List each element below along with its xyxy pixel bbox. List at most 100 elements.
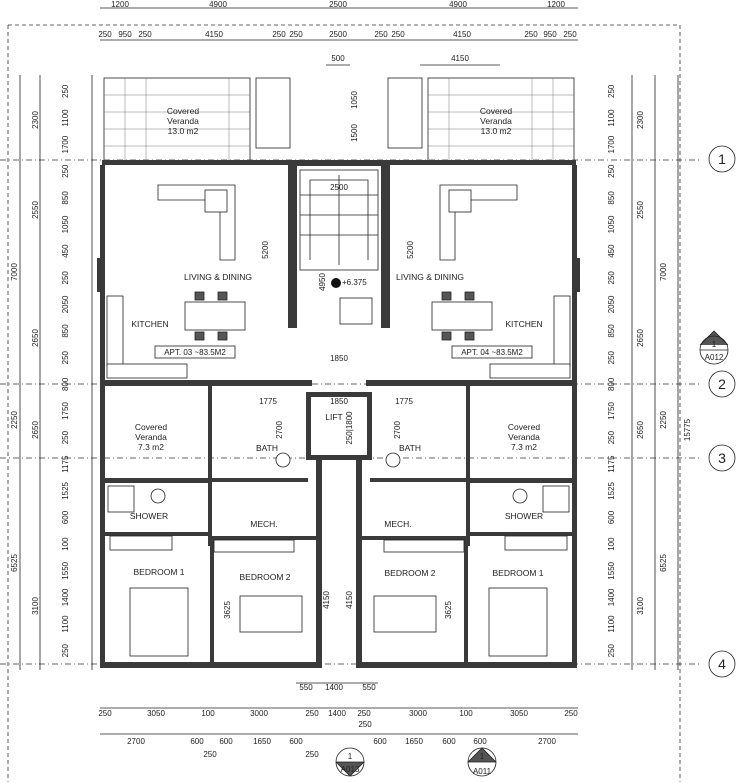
dim-4150a: 4150 (322, 591, 331, 609)
room-labels: Covered Veranda 13.0 m2 Covered Veranda … (130, 106, 544, 582)
dim-1775a: 1775 (259, 397, 277, 406)
dim-right-inner-2: 1700 (607, 135, 616, 153)
dim-right-inner-3: 250 (607, 164, 616, 178)
stair-core: +6.375 2500 4950 1050 1500 5200 5200 185… (223, 91, 453, 619)
dim-top2-0: 250 (98, 30, 112, 39)
dim-top2-9: 4150 (453, 30, 471, 39)
dim-top2-6: 2500 (329, 30, 347, 39)
level-marker: +6.375 (342, 278, 367, 287)
dim-bot2-4: 250 (305, 709, 319, 718)
grid-label-3: 3 (718, 450, 726, 466)
dim-right-inner-5: 1050 (607, 215, 616, 233)
grid-label-2: 2 (718, 376, 726, 392)
room-veranda-small-right-l3: 7.3 m2 (511, 442, 537, 452)
left-dimensions: 7000 2250 6525 2300 2550 2650 2650 3100 (10, 75, 93, 670)
dim-top-500: 500 (331, 54, 345, 63)
dim-left-7000: 7000 (10, 263, 19, 281)
dim-right-inner-20: 1100 (607, 615, 616, 633)
grid-axes (0, 24, 700, 782)
dim-right-inner-6: 450 (607, 244, 616, 258)
room-veranda-small-left-l2: Veranda (135, 432, 167, 442)
dim-top2-3: 4150 (205, 30, 223, 39)
room-living-left: LIVING & DINING (184, 272, 252, 282)
dim-top2-1: 950 (118, 30, 132, 39)
dim-right-2550: 2550 (636, 201, 645, 219)
dim-right-inner-7: 250 (607, 271, 616, 285)
room-veranda-right-l1: Covered (480, 106, 512, 116)
dim-top-4900b: 4900 (449, 0, 467, 9)
dim-stair-2500: 2500 (330, 183, 348, 192)
room-kitchen-right: KITCHEN (505, 319, 542, 329)
room-living-right: LIVING & DINING (396, 272, 464, 282)
room-veranda-right-l3: 13.0 m2 (481, 126, 512, 136)
dim-left-inner-2: 1700 (61, 135, 70, 153)
room-bath-left: BATH (256, 443, 278, 453)
room-veranda-left-l1: Covered (167, 106, 199, 116)
dim-left-inner-11: 800 (61, 377, 70, 391)
dim-left-inner-8: 2050 (61, 295, 70, 313)
dim-left-2650a: 2650 (31, 329, 40, 347)
dim-1850b: 1850 (330, 397, 348, 406)
dim-left-inner-15: 1525 (61, 481, 70, 499)
dim-top-1200b: 1200 (547, 0, 565, 9)
room-veranda-left-l2: Veranda (167, 116, 199, 126)
dim-top2-4: 250 (272, 30, 286, 39)
section-a012-num: 1 (712, 340, 717, 349)
dim-right-inner-17: 100 (607, 537, 616, 551)
dim-bot2-1: 3050 (147, 709, 165, 718)
grid-bubble-2: 2 (708, 370, 736, 398)
dim-left-inner-3: 250 (61, 164, 70, 178)
dim-top2-5: 250 (289, 30, 303, 39)
grid-bubble-1: 1 (708, 145, 736, 173)
dim-right-2300: 2300 (636, 111, 645, 129)
room-shower-left: SHOWER (130, 511, 168, 521)
dim-bot3-4: 600 (289, 737, 303, 746)
dim-1850a: 1850 (330, 354, 348, 363)
dim-bot3-extra0: 250 (203, 750, 217, 759)
room-bedroom1-left: BEDROOM 1 (133, 567, 184, 577)
room-mech-left: MECH. (250, 519, 277, 529)
dim-left-inner-18: 1550 (61, 561, 70, 579)
dim-top2-12: 250 (563, 30, 577, 39)
room-kitchen-left: KITCHEN (131, 319, 168, 329)
dim-bot1-1: 1400 (325, 683, 343, 692)
right-dimensions: 7000 2250 6525 2300 2550 2650 2650 3100 … (631, 75, 692, 670)
dim-top-1200a: 1200 (111, 0, 129, 9)
dim-bot3-1: 600 (190, 737, 204, 746)
dim-bot1-0: 550 (299, 683, 313, 692)
dim-right-6525: 6525 (659, 554, 668, 572)
dim-bot2-extra: 250 (358, 720, 372, 729)
dim-left-inner-21: 250 (61, 643, 70, 657)
left-inner-dimensions: 2501100170025085010504502502050850250800… (61, 84, 70, 657)
dim-left-inner-5: 1050 (61, 215, 70, 233)
dim-left-inner-0: 250 (61, 84, 70, 98)
dim-bot2-3: 3000 (250, 709, 268, 718)
dim-right-2650a: 2650 (636, 329, 645, 347)
dim-top-4900a: 4900 (209, 0, 227, 9)
dim-bot3-7: 600 (442, 737, 456, 746)
dim-right-inner-15: 1525 (607, 481, 616, 499)
dim-left-inner-12: 1750 (61, 402, 70, 420)
dim-top2-7: 250 (374, 30, 388, 39)
grid-label-4: 4 (718, 656, 726, 672)
dim-3625a: 3625 (223, 601, 232, 619)
dim-bot3-9: 2700 (538, 737, 556, 746)
dim-bot3-0: 2700 (127, 737, 145, 746)
room-bedroom2-left: BEDROOM 2 (239, 572, 290, 582)
dim-4150b: 4150 (345, 591, 354, 609)
dim-right-inner-18: 1550 (607, 561, 616, 579)
dim-3625b: 3625 (444, 601, 453, 619)
dim-left-inner-6: 450 (61, 244, 70, 258)
dim-stair-4950: 4950 (318, 273, 327, 291)
dim-2700b: 2700 (393, 421, 402, 439)
dim-right-inner-1: 1100 (607, 109, 616, 127)
section-a013-ref: A013 (341, 765, 360, 774)
section-a013-num: 1 (348, 752, 353, 761)
dim-right-2650b: 2650 (636, 421, 645, 439)
dim-bot2-0: 250 (98, 709, 112, 718)
dim-top-2500: 2500 (329, 0, 347, 9)
dim-bot2-10: 250 (564, 709, 578, 718)
dim-top2-10: 250 (524, 30, 538, 39)
dim-bot2-9: 3050 (510, 709, 528, 718)
